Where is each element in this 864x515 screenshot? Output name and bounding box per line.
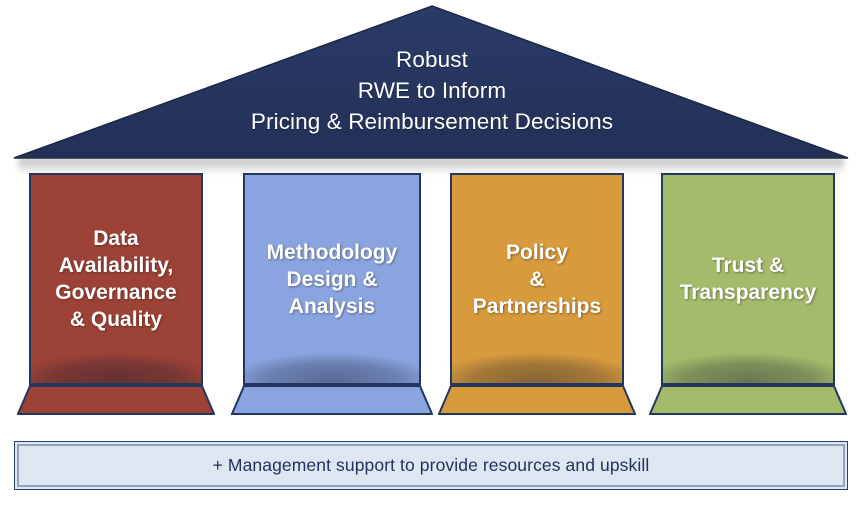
pediment-triangle-icon [13, 5, 849, 159]
pillar-shaft: Policy & Partnerships [450, 173, 624, 385]
pillar-base [231, 385, 433, 415]
pillar-label-line-1: Trust & [711, 254, 785, 277]
pillar-base [17, 385, 215, 415]
pillar-label-line-4: & Quality [69, 308, 163, 331]
pillar-label-line-2: Transparency [679, 281, 817, 304]
pillar-label: Data Availability, Governance & Quality [49, 225, 182, 333]
pillar-base [438, 385, 636, 415]
pillar-label: Methodology Design & Analysis [261, 239, 404, 320]
pillar-base [649, 385, 847, 415]
pillar-label: Trust & Transparency [674, 252, 823, 306]
pillar-shaft: Trust & Transparency [661, 173, 835, 385]
pillar-shaft: Methodology Design & Analysis [243, 173, 421, 385]
pillar-label-line-1: Methodology [266, 240, 398, 264]
pillar-label-line-2: Availability, [58, 254, 174, 277]
pediment: Robust RWE to Inform Pricing & Reimburse… [0, 0, 864, 165]
pillar-shaft: Data Availability, Governance & Quality [29, 173, 203, 385]
pillar-label-line-3: Governance [55, 281, 177, 304]
pillar-label-line-2: & [529, 267, 545, 291]
foundation-label: + Management support to provide resource… [212, 455, 650, 475]
pillar-label-line-1: Data [93, 227, 139, 250]
pillar-label-line-1: Policy [506, 240, 568, 264]
pillar-label-line-3: Analysis [288, 294, 376, 318]
pillar-label-line-3: Partnerships [472, 294, 602, 318]
pillar-label-line-2: Design & [286, 267, 378, 291]
pillar-label: Policy & Partnerships [467, 239, 607, 320]
foundation-bar[interactable]: + Management support to provide resource… [14, 441, 848, 490]
